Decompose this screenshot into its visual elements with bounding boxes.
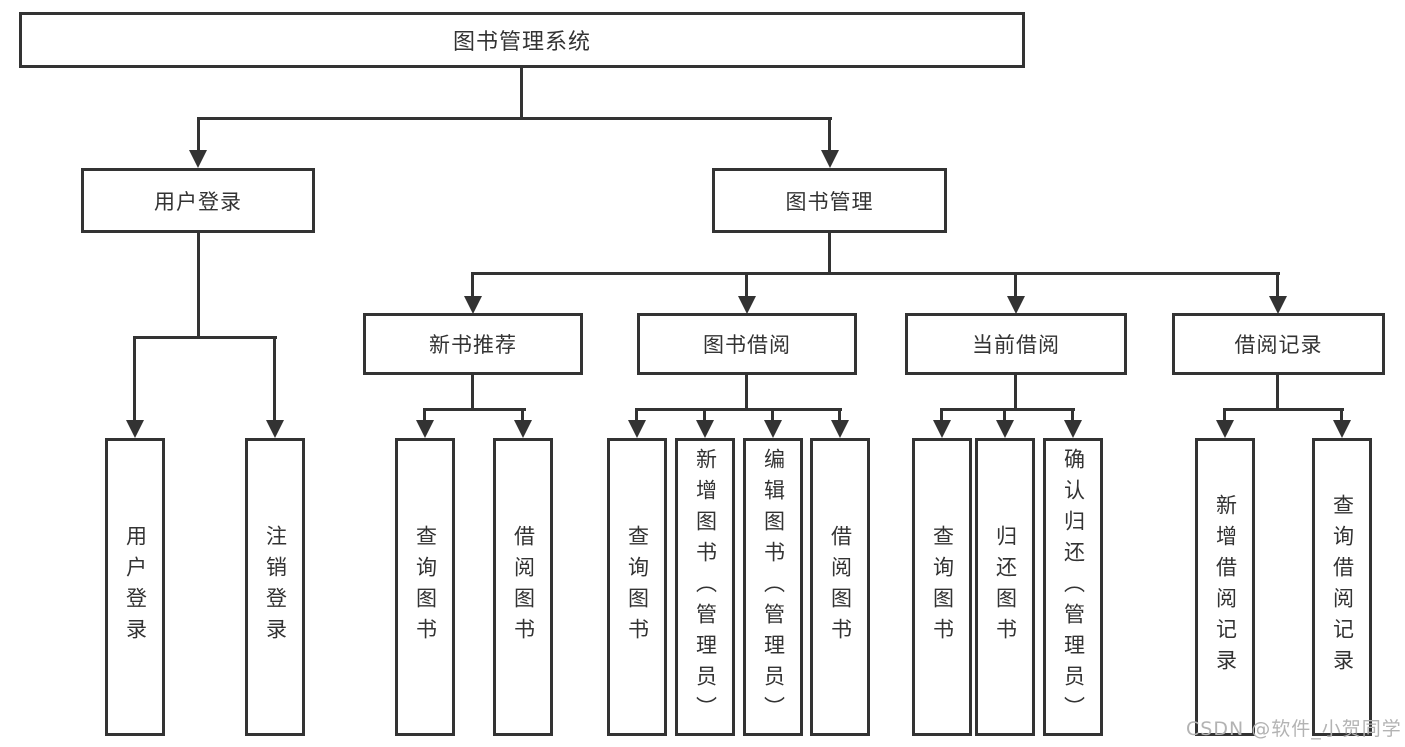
connector-g4-drop-2	[1340, 408, 1343, 420]
connector-g1-drop-1	[423, 408, 426, 420]
connector-g2-drop-2	[703, 408, 706, 420]
connector-level3-bar	[471, 272, 1280, 275]
leaf-user-login: 用户登录	[105, 438, 165, 736]
connector-drop-leaf-logout	[273, 336, 276, 420]
leaf-borrow-books-newbook: 借阅图书	[493, 438, 553, 736]
arrowhead-g2-4	[831, 420, 849, 438]
connector-drop-borrowing-records	[1276, 272, 1279, 296]
arrowhead-leaf-logout	[266, 420, 284, 438]
connector-level2-bar	[197, 117, 832, 120]
connector-book-management-trunk	[828, 233, 831, 272]
connector-user-login-bar	[133, 336, 277, 339]
node-new-book-recommend: 新书推荐	[363, 313, 583, 375]
connector-root-trunk	[520, 68, 523, 117]
node-borrowing-records: 借阅记录	[1172, 313, 1385, 375]
leaf-return-books: 归还图书	[975, 438, 1035, 736]
node-book-borrowing: 图书借阅	[637, 313, 857, 375]
arrowhead-leaf-user-login	[126, 420, 144, 438]
node-user-login: 用户登录	[81, 168, 315, 233]
connector-g4-stub	[1276, 375, 1279, 408]
leaf-edit-book-admin: 编辑图书（管理员）	[743, 438, 803, 736]
connector-g3-bar	[940, 408, 1075, 411]
connector-g3-stub	[1014, 375, 1017, 408]
connector-g2-drop-4	[838, 408, 841, 420]
arrowhead-g2-1	[628, 420, 646, 438]
connector-g2-drop-1	[635, 408, 638, 420]
connector-drop-user-login	[197, 117, 200, 150]
arrowhead-user-login	[189, 150, 207, 168]
arrowhead-new-book	[464, 296, 482, 314]
connector-user-login-trunk	[197, 233, 200, 336]
leaf-query-borrow-record: 查询借阅记录	[1312, 438, 1372, 736]
arrowhead-g3-1	[933, 420, 951, 438]
connector-g1-stub	[471, 375, 474, 408]
connector-drop-leaf-user-login	[133, 336, 136, 420]
leaf-query-books-newbook: 查询图书	[395, 438, 455, 736]
connector-g4-bar	[1223, 408, 1344, 411]
node-book-management: 图书管理	[712, 168, 947, 233]
arrowhead-g1-1	[416, 420, 434, 438]
arrowhead-book-borrowing	[738, 296, 756, 314]
arrowhead-g2-2	[696, 420, 714, 438]
leaf-query-books-current: 查询图书	[912, 438, 972, 736]
leaf-query-books-borrowing: 查询图书	[607, 438, 667, 736]
watermark: CSDN @软件_小贺同学	[1186, 718, 1402, 740]
arrowhead-book-management	[821, 150, 839, 168]
leaf-logout: 注销登录	[245, 438, 305, 736]
arrowhead-g4-1	[1216, 420, 1234, 438]
connector-g2-stub	[745, 375, 748, 408]
node-root: 图书管理系统	[19, 12, 1025, 68]
connector-drop-current-borrowing	[1014, 272, 1017, 296]
arrowhead-current-borrowing	[1007, 296, 1025, 314]
leaf-add-book-admin: 新增图书（管理员）	[675, 438, 735, 736]
connector-g4-drop-1	[1223, 408, 1226, 420]
arrowhead-g2-3	[764, 420, 782, 438]
arrowhead-g1-2	[514, 420, 532, 438]
connector-drop-book-borrowing	[745, 272, 748, 296]
connector-g2-bar	[635, 408, 842, 411]
connector-g1-drop-2	[521, 408, 524, 420]
connector-g1-bar	[423, 408, 526, 411]
leaf-confirm-return-admin: 确认归还（管理员）	[1043, 438, 1103, 736]
connector-g3-drop-2	[1003, 408, 1006, 420]
arrowhead-borrowing-records	[1269, 296, 1287, 314]
arrowhead-g3-3	[1064, 420, 1082, 438]
connector-drop-book-management	[828, 117, 831, 150]
connector-drop-new-book	[471, 272, 474, 296]
connector-g3-drop-3	[1071, 408, 1074, 420]
leaf-borrow-books-borrowing: 借阅图书	[810, 438, 870, 736]
leaf-add-borrow-record: 新增借阅记录	[1195, 438, 1255, 736]
node-current-borrowing: 当前借阅	[905, 313, 1127, 375]
connector-g2-drop-3	[771, 408, 774, 420]
arrowhead-g4-2	[1333, 420, 1351, 438]
connector-g3-drop-1	[940, 408, 943, 420]
arrowhead-g3-2	[996, 420, 1014, 438]
